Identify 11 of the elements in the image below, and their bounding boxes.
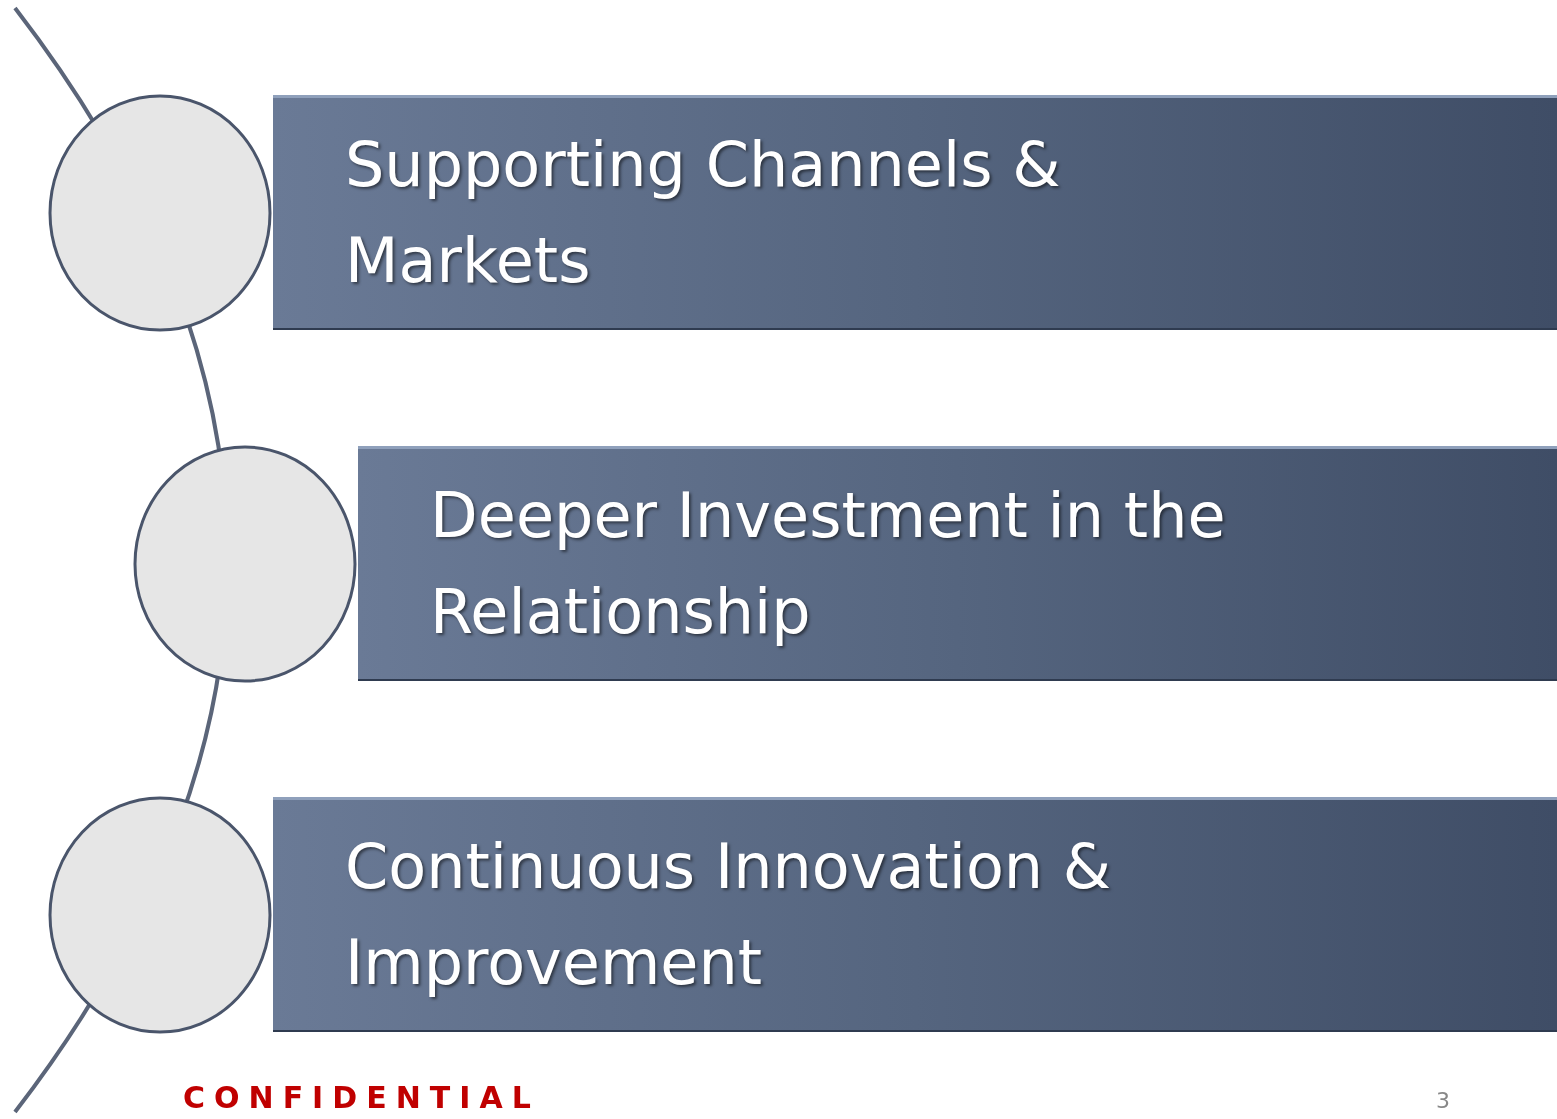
circle-marker — [48, 94, 272, 332]
band-text: Supporting Channels & Markets — [345, 126, 1062, 299]
circle-marker — [133, 445, 357, 683]
band-text: Deeper Investment in the Relationship — [430, 477, 1227, 650]
circle-marker — [48, 796, 272, 1034]
band-text: Continuous Innovation & Improvement — [345, 828, 1113, 1001]
list-band — [273, 95, 1557, 330]
list-band — [273, 797, 1557, 1032]
footer-text: CONFIDENTIAL — [183, 1080, 540, 1115]
page-number: 3 — [1436, 1088, 1450, 1113]
list-band — [358, 446, 1557, 681]
